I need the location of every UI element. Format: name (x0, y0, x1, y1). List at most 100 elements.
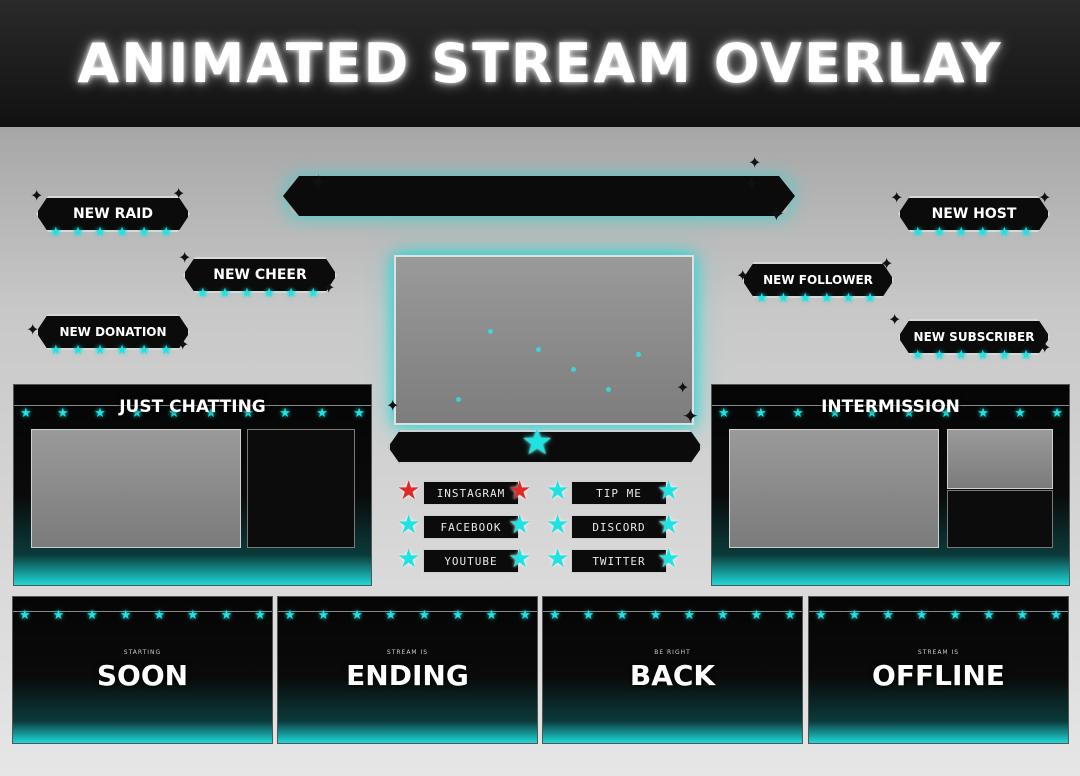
sparkle-icon: ✦ (386, 396, 400, 415)
star-icon: ★ (582, 608, 595, 623)
star-icon: ★ (397, 510, 421, 540)
star-icon: ★ (755, 406, 767, 421)
scene-just-chatting: ★★★★★★★★★★ JUST CHATTING (13, 384, 372, 586)
sparkle-icon: ✦ (178, 248, 192, 267)
screen-sub-label: BE RIGHT (654, 649, 691, 656)
string-stars: ★★★★★★★★★★ (718, 407, 1063, 420)
star-icon: ★ (418, 608, 431, 623)
screen-sub-label: STARTING (123, 649, 162, 656)
sparkle-icon: ✦ (322, 278, 336, 297)
star-icon: ★ (866, 406, 878, 421)
star-icon: ★ (1050, 608, 1062, 623)
scene-title: JUST CHATTING (119, 397, 266, 417)
star-icon: ★ (254, 608, 266, 623)
social-discord: DISCORD (571, 515, 667, 539)
star-icon: ★ (519, 608, 531, 623)
screen-label: ENDING (346, 659, 469, 692)
social-tip-me: TIP ME (571, 481, 667, 505)
sparkle-icon: ✦ (1038, 188, 1052, 207)
star-icon: ★ (546, 510, 570, 540)
star-icon: ★ (549, 608, 561, 623)
star-icon: ★ (848, 608, 861, 623)
star-icon: ★ (316, 406, 328, 421)
star-icon: ★ (784, 608, 796, 623)
sparkle-icon: ✦ (880, 254, 894, 273)
screen-stream-ending: ★★★★★★★★ STREAM IS ENDING (277, 596, 538, 744)
star-icon: ★ (353, 406, 365, 421)
sparkle-icon: ✦ (1038, 338, 1052, 357)
star-icon: ★ (351, 608, 363, 623)
star-icon: ★ (750, 608, 763, 623)
particle (488, 329, 493, 334)
screen-sub-label: STREAM IS (386, 649, 429, 656)
screen-label: OFFLINE (872, 659, 1005, 692)
sparkle-icon: ✦ (890, 188, 904, 207)
star-icon: ★ (168, 406, 180, 421)
light-string (13, 611, 272, 612)
sparkle-icon: ✦ (748, 153, 762, 172)
star-icon: ★ (187, 608, 199, 623)
light-string (543, 611, 802, 612)
sparkle-icon: ✦ (26, 320, 40, 339)
star-icon: ★ (397, 476, 421, 506)
star-icon: ★ (657, 476, 681, 506)
page-title: ANIMATED STREAM OVERLAY (77, 32, 1003, 95)
webcam-name-bar (388, 430, 702, 464)
light-string (14, 405, 371, 406)
star-icon: ★ (384, 608, 397, 623)
star-icon: ★ (657, 510, 681, 540)
alert-new-donation-bar: NEW DONATION (36, 314, 190, 350)
star-icon: ★ (52, 608, 65, 623)
sparkle-icon: ✦ (888, 310, 902, 329)
screen-stream-offline: ★★★★★★★★ STREAM IS OFFLINE (808, 596, 1069, 744)
star-icon: ★ (452, 608, 464, 623)
star-icon: ★ (683, 608, 696, 623)
star-icon: ★ (242, 406, 254, 421)
top-info-bar (283, 176, 795, 216)
star-icon: ★ (717, 608, 729, 623)
alert-new-cheer-bar: NEW CHEER (183, 257, 337, 293)
star-icon: ★ (1051, 406, 1063, 421)
light-string (809, 611, 1068, 612)
star-icon: ★ (119, 608, 132, 623)
star-icon: ★ (829, 406, 841, 421)
string-stars: ★★★★★★★★ (284, 609, 531, 622)
screen-starting-soon: ★★★★★★★★ STARTING SOON (12, 596, 273, 744)
string-stars: ★★★★★★★★ (815, 609, 1062, 622)
star-icon: ★ (521, 422, 554, 463)
light-string (278, 611, 537, 612)
star-icon: ★ (19, 608, 31, 623)
sparkle-icon: ✦ (310, 170, 327, 194)
webcam-slot (729, 429, 939, 548)
chat-slot (247, 429, 355, 548)
alert-new-subscriber-bar: NEW SUBSCRIBER (898, 319, 1050, 355)
star-icon: ★ (1014, 406, 1026, 421)
particle (606, 387, 611, 392)
scene-intermission: ★★★★★★★★★★ INTERMISSION (711, 384, 1070, 586)
star-icon: ★ (485, 608, 498, 623)
star-icon: ★ (20, 406, 32, 421)
social-twitter: TWITTER (571, 549, 667, 573)
social-instagram: INSTAGRAM (423, 481, 519, 505)
particle (536, 347, 541, 352)
star-icon: ★ (397, 544, 421, 574)
chat-slot (947, 490, 1053, 548)
star-icon: ★ (508, 510, 532, 540)
star-icon: ★ (903, 406, 915, 421)
star-icon: ★ (1016, 608, 1029, 623)
star-icon: ★ (508, 476, 532, 506)
star-icon: ★ (882, 608, 894, 623)
sparkle-icon: ✦ (768, 202, 785, 226)
secondary-slot (947, 429, 1053, 489)
star-icon: ★ (94, 406, 106, 421)
alert-new-raid-bar: NEW RAID (36, 196, 190, 232)
sparkle-icon: ✦ (176, 335, 190, 354)
star-icon: ★ (86, 608, 98, 623)
star-icon: ★ (949, 608, 962, 623)
alert-new-host-bar: NEW HOST (898, 196, 1050, 232)
star-icon: ★ (649, 608, 662, 623)
social-facebook: FACEBOOK (423, 515, 519, 539)
sparkle-icon: ✦ (736, 266, 750, 285)
star-icon: ★ (220, 608, 233, 623)
particle (456, 397, 461, 402)
